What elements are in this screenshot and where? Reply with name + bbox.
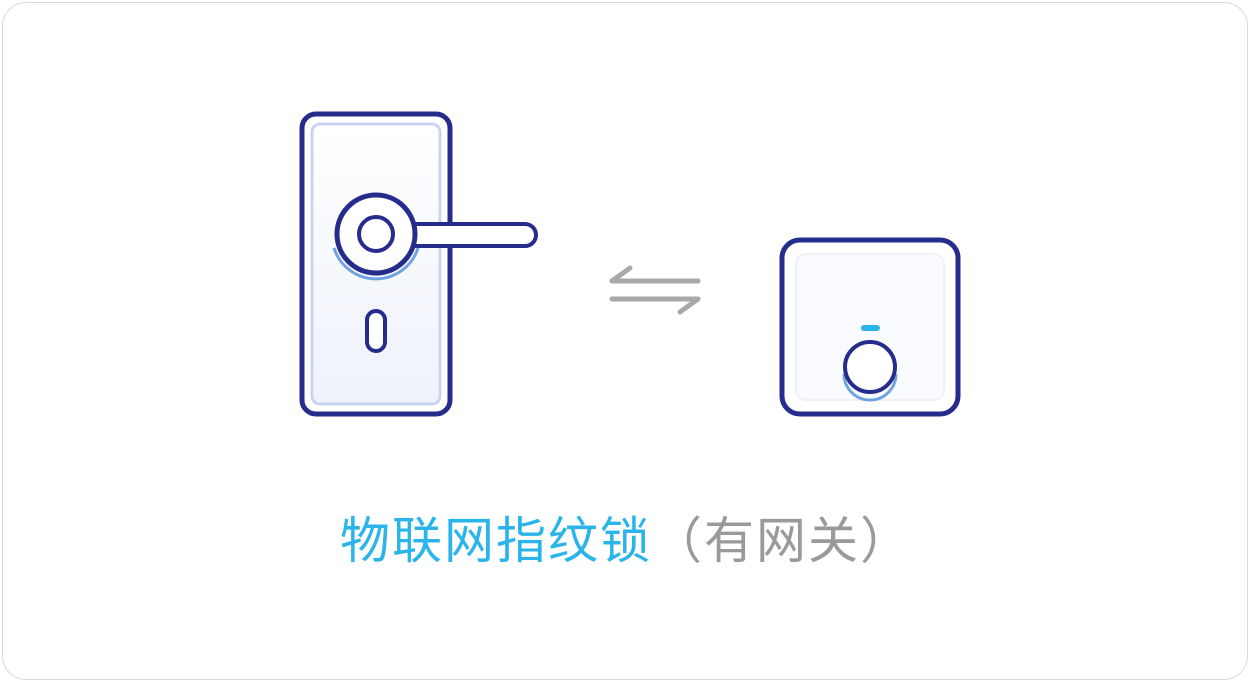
- gateway-device-icon: [779, 237, 961, 417]
- door-lock-icon: [299, 111, 538, 417]
- caption: 物联网指纹锁（有网关）: [0, 506, 1252, 576]
- caption-title: 物联网指纹锁: [340, 512, 652, 570]
- bidirectional-arrows-icon: [609, 265, 701, 315]
- caption-subtitle: （有网关）: [652, 512, 912, 570]
